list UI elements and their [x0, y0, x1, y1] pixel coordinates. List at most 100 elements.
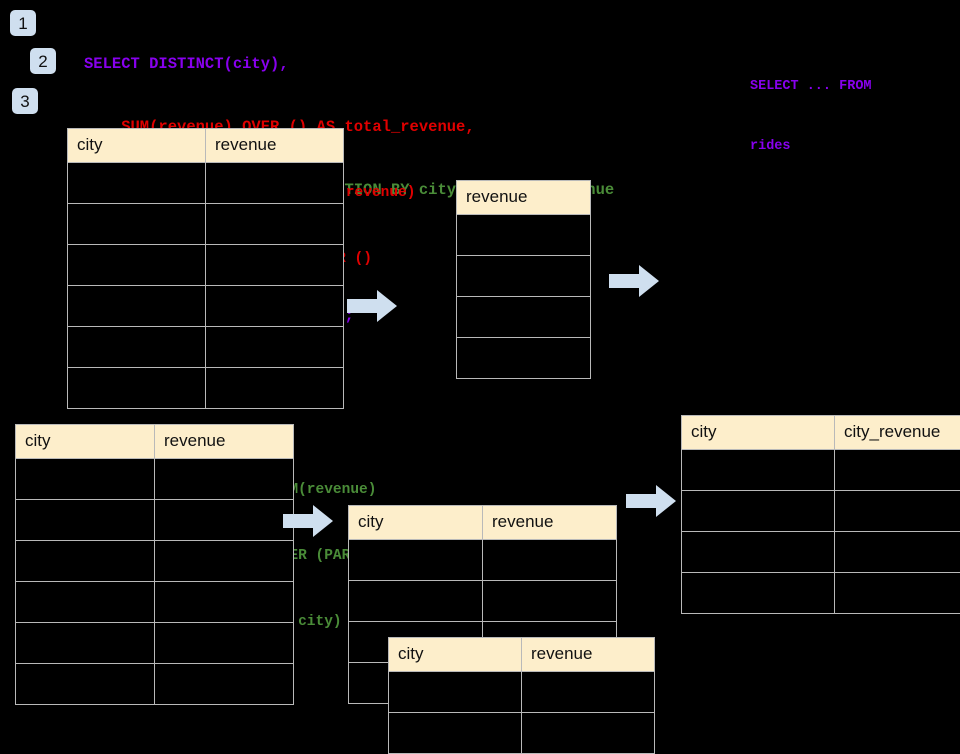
table-header-row: city revenue: [389, 638, 655, 672]
cell-city: [389, 713, 522, 754]
rides-table-top: city revenue: [67, 128, 344, 409]
table-row: [682, 450, 960, 491]
column-header-city: city: [68, 129, 206, 163]
annotation-select-from: SELECT ... FROM rides: [750, 37, 872, 197]
cell-revenue: [457, 215, 591, 256]
cell-city: [16, 623, 155, 664]
column-header-revenue: revenue: [522, 638, 655, 672]
table-header-row: city revenue: [16, 425, 294, 459]
cell-revenue: [457, 338, 591, 379]
table-row: [16, 500, 294, 541]
cell-city: [68, 286, 206, 327]
table-body: [68, 163, 344, 409]
table-row: [457, 256, 591, 297]
table-header-row: city revenue: [349, 506, 617, 540]
column-header-revenue: revenue: [483, 506, 617, 540]
cell-revenue: [457, 256, 591, 297]
cell-revenue: [522, 672, 655, 713]
cell-revenue: [155, 582, 294, 623]
table-row: [457, 215, 591, 256]
cell-revenue: [155, 623, 294, 664]
table-header-row: city revenue: [68, 129, 344, 163]
arrow-partition-to-result: [626, 485, 676, 517]
sql-line-1: SELECT DISTINCT(city),: [84, 54, 614, 75]
table-row: [16, 582, 294, 623]
table-row: [16, 623, 294, 664]
table-row: [457, 338, 591, 379]
column-header-revenue: revenue: [206, 129, 344, 163]
cell-city: [16, 664, 155, 705]
table-row: [389, 672, 655, 713]
table-row: [68, 204, 344, 245]
cell-city: [16, 459, 155, 500]
column-header-city: city: [389, 638, 522, 672]
step-badge-2: 2: [30, 48, 56, 74]
table-row: [682, 532, 960, 573]
cell-city: [68, 245, 206, 286]
cell-city: [349, 540, 483, 581]
column-header-revenue: revenue: [457, 181, 591, 215]
cell-revenue: [206, 368, 344, 409]
partition-table-front: city revenue: [388, 637, 655, 754]
table-row: [68, 163, 344, 204]
arrow-total-to-result-top: [609, 265, 659, 297]
cell-city: [389, 672, 522, 713]
cell-city: [68, 327, 206, 368]
result-table: city city_revenue: [681, 415, 960, 614]
column-header-city: city: [682, 416, 835, 450]
cell-revenue: [155, 664, 294, 705]
annotation-select-from-line-1: SELECT ... FROM: [750, 77, 872, 97]
cell-city: [682, 491, 835, 532]
cell-city-revenue: [835, 573, 960, 614]
table-row: [68, 327, 344, 368]
total-revenue-table: revenue: [456, 180, 591, 379]
cell-city-revenue: [835, 491, 960, 532]
cell-city: [68, 204, 206, 245]
step-badge-1: 1: [10, 10, 36, 36]
table-header-row: city city_revenue: [682, 416, 960, 450]
cell-city: [68, 163, 206, 204]
cell-city: [682, 573, 835, 614]
table-row: [68, 245, 344, 286]
cell-city: [16, 541, 155, 582]
cell-city: [682, 532, 835, 573]
cell-revenue: [155, 541, 294, 582]
table-row: [682, 491, 960, 532]
table-row: [349, 540, 617, 581]
column-header-city-revenue: city_revenue: [835, 416, 960, 450]
cell-revenue: [206, 286, 344, 327]
cell-revenue: [522, 713, 655, 754]
table-row: [457, 297, 591, 338]
annotation-select-from-line-2: rides: [750, 137, 872, 157]
cell-city-revenue: [835, 532, 960, 573]
cell-revenue: [483, 540, 617, 581]
rides-table-bottom: city revenue: [15, 424, 294, 705]
table-body: [457, 215, 591, 379]
cell-city: [16, 500, 155, 541]
cell-revenue: [206, 327, 344, 368]
cell-revenue: [206, 204, 344, 245]
table-row: [16, 459, 294, 500]
arrow-rides-to-total: [347, 290, 397, 322]
column-header-revenue: revenue: [155, 425, 294, 459]
table-row: [389, 713, 655, 754]
table-row: [68, 368, 344, 409]
table-row: [349, 581, 617, 622]
table-body: [389, 672, 655, 754]
cell-city: [68, 368, 206, 409]
cell-city: [682, 450, 835, 491]
table-row: [16, 541, 294, 582]
cell-revenue: [457, 297, 591, 338]
cell-city: [349, 581, 483, 622]
column-header-city: city: [349, 506, 483, 540]
table-row: [68, 286, 344, 327]
cell-revenue: [155, 459, 294, 500]
arrow-rides-to-partition: [283, 505, 333, 537]
table-header-row: revenue: [457, 181, 591, 215]
cell-revenue: [483, 581, 617, 622]
table-body: [16, 459, 294, 705]
table-row: [16, 664, 294, 705]
cell-revenue: [155, 500, 294, 541]
column-header-city: city: [16, 425, 155, 459]
cell-city: [16, 582, 155, 623]
